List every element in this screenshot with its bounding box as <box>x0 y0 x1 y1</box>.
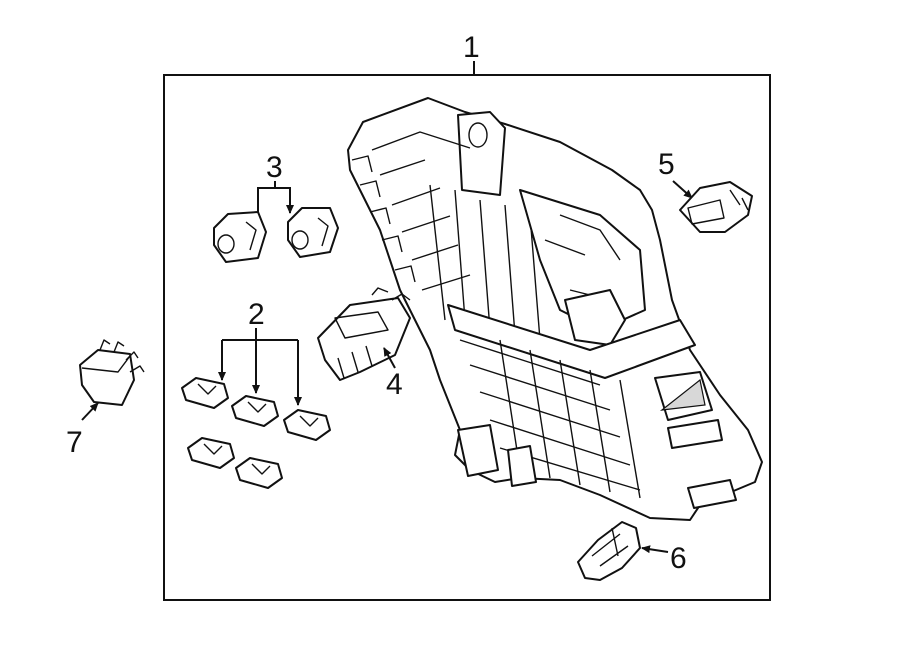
fuse-2e <box>235 457 283 489</box>
connector-4 <box>317 287 411 381</box>
callout-4: 4 <box>386 368 403 401</box>
callout-7: 7 <box>66 426 83 459</box>
leader-7 <box>81 402 99 421</box>
fuse-2a <box>181 377 229 409</box>
fuse-box-assembly <box>347 97 763 521</box>
relay-3b <box>287 207 339 258</box>
diagram-frame <box>163 74 771 601</box>
fuse-2b <box>231 395 279 427</box>
callout-5: 5 <box>658 148 675 181</box>
leader-5 <box>672 180 693 199</box>
fuse-2c <box>283 409 331 441</box>
callout-3: 3 <box>266 151 283 184</box>
callout-2: 2 <box>248 298 265 331</box>
fuse-2d <box>187 437 235 469</box>
leader-4 <box>383 347 396 369</box>
leader-3 <box>254 187 294 221</box>
relay-3a <box>213 211 267 263</box>
callout-6: 6 <box>670 542 687 575</box>
relay-7 <box>79 339 145 406</box>
leader-6 <box>641 545 669 554</box>
fuse-puller-6 <box>577 521 641 581</box>
callout-1: 1 <box>463 31 480 64</box>
relay-5 <box>679 181 753 233</box>
